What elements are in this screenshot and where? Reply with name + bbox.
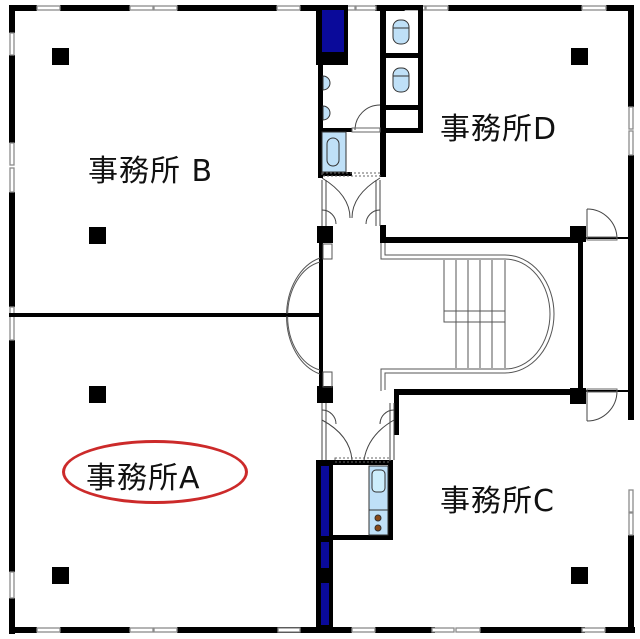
windows [9,5,634,633]
columns [52,48,588,584]
room-label-office-b: 事務所 B [88,154,214,189]
staircase [380,243,555,391]
elevator-hall-bay [270,243,333,388]
highlight-ellipse-office-a [62,440,248,504]
doors [321,104,618,463]
room-label-office-d: 事務所D [440,112,558,147]
pipe-shafts [316,5,348,633]
room-label-office-c: 事務所C [440,484,555,519]
room-label-office-a: 事務所A [86,461,201,496]
toilet-fixtures [321,19,410,536]
